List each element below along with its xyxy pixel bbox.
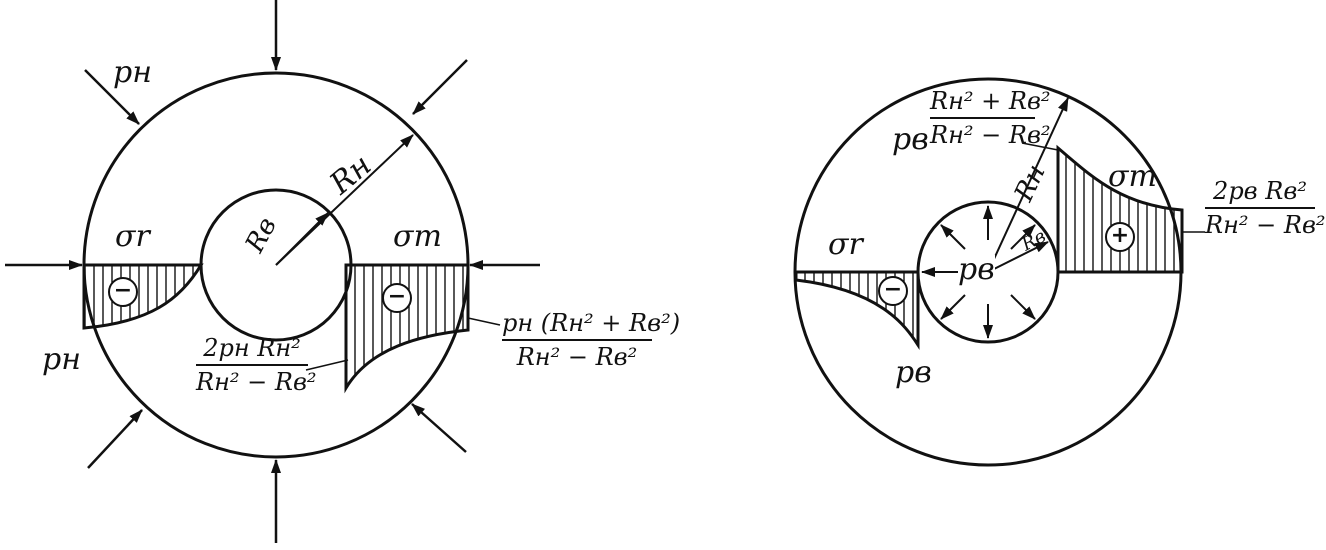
left-pressure-label-top: pн (113, 55, 152, 90)
left-outer-formula-numerator: pн (Rн² + Rв²) (502, 309, 681, 337)
right-inner-formula-bar (930, 117, 1035, 120)
right-tangential-stress-label: σт (1108, 159, 1157, 194)
left-radial-stress-diagram (82, 263, 204, 330)
left-inner-formula-leader (305, 359, 349, 371)
right-radial-stress-label: σr (828, 227, 863, 262)
right-outer-radius-line (987, 97, 1069, 273)
right-outer-formula-bar (1205, 207, 1315, 210)
right-inner-formula-prefix: pв (892, 122, 929, 157)
arrow-bottom-left (87, 409, 143, 469)
left-radius-lines (275, 134, 414, 266)
right-outer-formula-numerator: 2pв Rв² (1213, 177, 1307, 205)
left-tangential-stress-diagram (344, 263, 470, 394)
inner-arrow-downright (1010, 294, 1036, 320)
left-outer-formula-bar (502, 339, 652, 342)
left-radial-sign: − (108, 277, 138, 307)
right-inner-formula-denominator: Rн² − Rв² (930, 121, 1051, 150)
right-inner-formula-numerator: Rн² + Rв² (930, 87, 1051, 115)
right-radial-sign: − (878, 276, 908, 306)
right-inner-formula-leader (1021, 142, 1059, 151)
left-leader-lines (305, 317, 501, 371)
left-tangential-stress-label: σт (393, 219, 442, 254)
inner-arrow-upright (1010, 224, 1036, 250)
left-inner-edge-formula: 2pн Rн² Rн² − Rв² (196, 334, 317, 397)
right-inner-pressure-label-bottom: pв (895, 355, 932, 390)
left-outer-formula-denominator: Rн² − Rв² (516, 343, 638, 372)
right-outer-formula-denominator: Rн² − Rв² (1205, 211, 1326, 240)
arrow-top-right (412, 59, 468, 115)
right-leader-lines (1021, 142, 1205, 233)
left-inner-formula-bar (196, 364, 308, 367)
right-radius-lines (987, 97, 1069, 273)
left-radial-stress-label: σr (115, 219, 150, 254)
right-outer-edge-formula: 2pв Rв² Rн² − Rв² (1205, 177, 1326, 240)
right-inner-radius-line (987, 241, 1049, 273)
right-internal-pressure-arrows (921, 205, 1036, 339)
arrow-top-left (84, 69, 140, 125)
left-external-pressure-arrows (5, 0, 540, 543)
right-tangential-sign: + (1105, 222, 1135, 252)
right-inner-pressure-label-center: pв (958, 252, 995, 287)
left-inner-radius-line (275, 212, 329, 266)
left-inner-formula-numerator: 2pн Rн² (203, 334, 301, 362)
left-outer-edge-formula: pн (Rн² + Rв²) Rн² − Rв² (502, 309, 681, 372)
left-pressure-label-left: pн (42, 342, 81, 377)
inner-arrow-downleft (940, 294, 966, 320)
right-inner-edge-formula: Rн² + Rв² Rн² − Rв² (930, 87, 1051, 150)
right-tangential-stress-diagram (1056, 144, 1184, 274)
arrow-bottom-right (411, 403, 467, 453)
left-outer-formula-leader (467, 317, 501, 326)
left-tangential-sign: − (382, 283, 412, 313)
left-inner-formula-denominator: Rн² − Rв² (196, 368, 317, 397)
inner-arrow-upleft (940, 224, 966, 250)
